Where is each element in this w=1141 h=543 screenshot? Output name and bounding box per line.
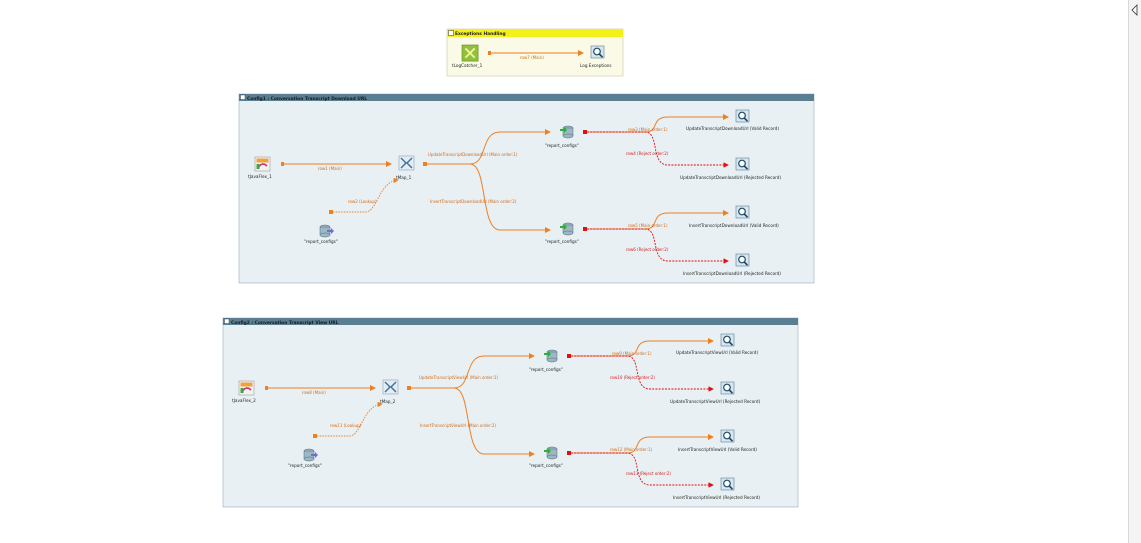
lookup-label: "report_configs"	[304, 239, 338, 244]
flow-up-reject-label: row10 (Reject order:2)	[610, 375, 655, 380]
log-row-icon[interactable]	[590, 45, 605, 59]
flow-up-valid-label: row3 (Main order:1)	[628, 127, 668, 132]
config1-group[interactable]: Config1 : Conversation Transcript Downlo…	[238, 93, 815, 284]
log-row-icon[interactable]	[735, 157, 750, 171]
log-catcher-label: tLogCatcher_1	[452, 63, 483, 68]
config1-header	[239, 94, 814, 101]
source-label: tJavaFlex_1	[248, 174, 272, 179]
java-flex-icon[interactable]	[254, 156, 271, 172]
out-in-reject-label: InsertTranscriptViewUrl (Rejected Record…	[673, 495, 760, 500]
flow-start-handle[interactable]	[583, 227, 587, 231]
config2-title: Config2 : Conversation Transcript View U…	[231, 320, 339, 326]
log-exceptions-label: Log Exceptions	[580, 63, 612, 68]
tmap-icon[interactable]	[398, 155, 415, 171]
log-row-icon[interactable]	[720, 381, 735, 395]
update-flow-label: UpdateTranscriptDownloadUrl (Main order:…	[428, 152, 518, 157]
flow-start-handle[interactable]	[329, 210, 333, 214]
exception-group-header	[447, 29, 623, 37]
out-in-valid-label: InsertTranscriptDownloadUrl (Valid Recor…	[689, 223, 779, 228]
lookup-label: "report_configs"	[288, 463, 322, 468]
log-row-icon[interactable]	[720, 477, 735, 491]
flow-start-handle[interactable]	[583, 130, 587, 134]
flow-lookup-label: row2 (Lookup)	[348, 199, 377, 204]
flow-start-handle[interactable]	[488, 51, 491, 55]
flow-up-reject[interactable]	[571, 355, 714, 392]
collapse-icon[interactable]	[448, 30, 454, 36]
flow-in-reject[interactable]	[587, 228, 729, 264]
log-row-icon[interactable]	[720, 333, 735, 347]
flow-lookup-label: row11 (Lookup)	[330, 423, 362, 428]
flow-start-handle[interactable]	[567, 354, 571, 358]
config1-title: Config1 : Conversation Transcript Downlo…	[247, 96, 367, 102]
log-catcher-icon[interactable]	[461, 44, 479, 62]
flow-in-valid-label: row12 (Main order:1)	[610, 447, 653, 452]
config2-header	[223, 318, 798, 325]
flow-row11[interactable]	[317, 401, 383, 437]
out-up-reject-label: UpdateTranscriptViewUrl (Rejected Record…	[670, 399, 761, 404]
log-row-icon[interactable]	[735, 253, 750, 267]
vertical-scrollbar[interactable]	[1128, 0, 1141, 543]
java-flex-icon[interactable]	[238, 380, 255, 396]
source-label: tJavaFlex_2	[232, 398, 256, 403]
insert-flow-label: InsertTranscriptViewUrl (Main order:2)	[420, 423, 496, 428]
flow-in-reject-label: row13 (Reject order:2)	[626, 471, 671, 476]
config2-group[interactable]: Config2 : Conversation Transcript View U…	[222, 317, 799, 508]
tmap-icon[interactable]	[382, 379, 399, 395]
collapse-icon[interactable]	[224, 318, 230, 324]
flow-start-handle[interactable]	[313, 434, 317, 438]
log-row-icon[interactable]	[720, 429, 735, 443]
log-row-icon[interactable]	[735, 205, 750, 219]
flow-in-valid-label: row5 (Main order:1)	[628, 223, 668, 228]
log-row-icon[interactable]	[735, 109, 750, 123]
exception-group-title: Exceptions Handling	[455, 31, 506, 37]
collapse-icon[interactable]	[240, 94, 246, 100]
out-up-valid-label: UpdateTranscriptViewUrl (Valid Record)	[676, 350, 758, 355]
out-up-valid-label: UpdateTranscriptDownloadUrl (Valid Recor…	[686, 126, 779, 131]
collapse-arrow-icon[interactable]	[1130, 4, 1140, 16]
flow-up-reject[interactable]	[587, 131, 729, 168]
flow-up-valid-label: row9 (Main order:1)	[612, 351, 652, 356]
flow-in-reject-label: row6 (Reject order:2)	[626, 247, 669, 252]
flow-row2[interactable]	[333, 177, 399, 213]
out-in-reject-label: InsertTranscriptDownloadUrl (Rejected Re…	[683, 271, 781, 276]
insert-flow-label: InsertTranscriptDownloadUrl (Main order:…	[430, 199, 517, 204]
flow-main-label: row1 (Main)	[318, 166, 342, 171]
out-in-valid-label: InsertTranscriptViewUrl (Valid Record)	[678, 447, 757, 452]
flow-start-handle[interactable]	[423, 162, 427, 166]
db-update-label: "report_configs"	[545, 143, 579, 148]
exception-handling-group[interactable]: Exceptions Handling tLogCatcher_1 row7 (…	[446, 28, 624, 77]
flow-start-handle[interactable]	[567, 451, 571, 455]
out-up-reject-label: UpdateTranscriptDownloadUrl (Rejected Re…	[680, 175, 781, 180]
map-label: tMap_1	[396, 175, 412, 180]
flow-main-label: row8 (Main)	[302, 390, 326, 395]
flow-start-handle[interactable]	[281, 162, 284, 166]
flow-insert[interactable]	[427, 163, 551, 233]
db-insert-label: "report_configs"	[545, 239, 579, 244]
map-label: tMap_2	[380, 399, 396, 404]
db-insert-label: "report_configs"	[529, 463, 563, 468]
flow-start-handle[interactable]	[265, 386, 268, 390]
flow-label: row7 (Main)	[520, 55, 544, 60]
flow-insert[interactable]	[411, 387, 535, 457]
update-flow-label: UpdateTranscriptViewUrl (Main order:1)	[419, 375, 498, 380]
flow-up-reject-label: row4 (Reject order:2)	[626, 151, 669, 156]
flow-start-handle[interactable]	[407, 386, 411, 390]
db-update-label: "report_configs"	[529, 367, 563, 372]
